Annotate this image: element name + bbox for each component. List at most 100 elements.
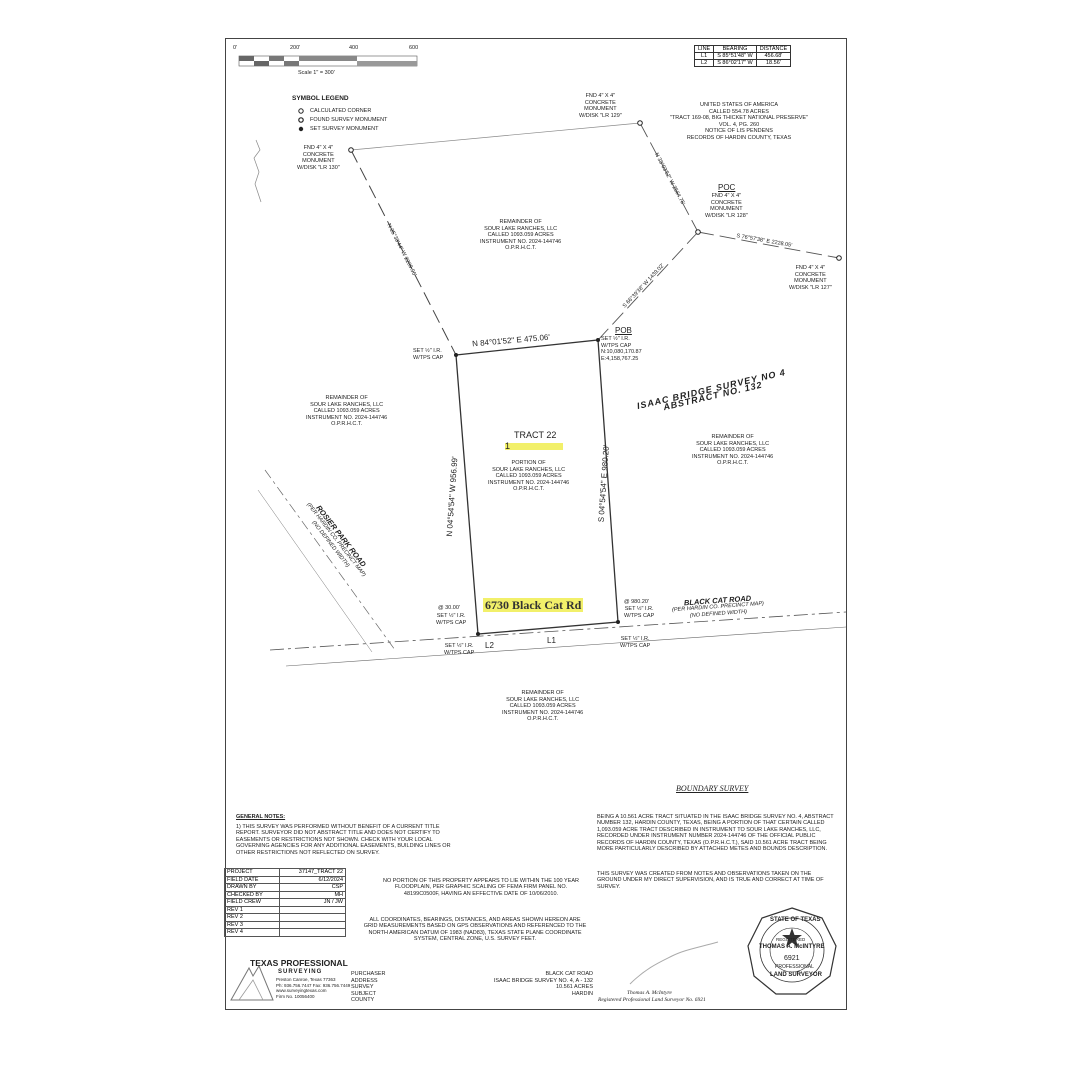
info-value: BLACK CAT ROAD [545,971,593,977]
table-cell: CHECKED BY [224,890,280,899]
label-line: SET ½" I.R. [620,636,650,642]
line-label-l1: L1 [547,636,556,645]
line-table-header: DISTANCE [755,45,792,53]
info-key: SUBJECT [351,990,377,997]
table-cell [278,913,347,922]
table-row: L1 S 85°51'48" W 456.68' [693,52,792,60]
info-block-keys: PURCHASER ADDRESS SURVEY SUBJECT COUNTY [351,971,386,1004]
label-line: O.P.R.H.C.T. [717,460,749,466]
table-cell: MH [278,890,347,899]
table-cell: CSP [278,883,347,892]
table-cell: L2 [693,59,715,67]
scale-tick-600: 600 [409,45,419,51]
line-table: LINE BEARING DISTANCE L1 S 85°51'48" W 4… [693,45,792,67]
label-line: CALLED 1093.059 ACRES [699,447,766,453]
label-line: N:10,080,170.87 [601,349,642,355]
line-table-header: BEARING [713,45,757,53]
label-line: INSTRUMENT NO. 2024-144746 [502,709,584,716]
company-name: TEXAS PROFESSIONAL [250,958,348,968]
label-line: CALLED 1093.059 ACRES [487,232,554,238]
info-key: ADDRESS [351,977,378,984]
legend-item: CALCULATED CORNER [310,108,372,114]
label-line: SET ½" I.R. [436,613,466,619]
set-iron-nw: SET ½" I.R. W/TPS CAP [413,348,443,361]
label-line: "TRACT 169-08, BIG THICKET NATIONAL PRES… [670,115,808,121]
set-iron-se: SET ½" I.R. W/TPS CAP [624,606,654,619]
table-row: REV 3 [224,920,347,929]
label-line: W/TPS CAP [620,642,651,649]
general-notes-text: 1) THIS SURVEY WAS PERFORMED WITHOUT BEN… [236,824,451,856]
signature-mark [629,941,719,985]
flood-note: NO PORTION OF THIS PROPERTY APPEARS TO L… [382,878,580,897]
info-value: 10.561 ACRES [556,984,593,991]
pob-label: SET ½" I.R. W/TPS CAP N:10,080,170.87 E:… [601,336,642,362]
seal-number: 6921 [784,955,800,962]
legend-item: SET SURVEY MONUMENT [310,126,379,132]
table-cell [278,928,347,937]
surveyor-name: Thomas A. McIntyre [627,990,672,996]
label-line: FND 4" X 4" [585,93,616,99]
legend-title: SYMBOL LEGEND [292,95,349,102]
label-line: CALLED 554.78 ACRES [709,108,769,115]
scale-bar [238,55,418,67]
label-line: CALLED 1093.059 ACRES [509,703,576,709]
label-line: SET ½" I.R. [444,643,474,649]
table-cell: FIELD DATE [224,875,280,884]
label-line: INSTRUMENT NO. 2024-144746 [488,479,570,486]
label-line: REMAINDER OF [521,690,564,696]
label-line: O.P.R.H.C.T. [331,421,363,427]
table-cell: 37147_TRACT 22 [278,868,347,877]
label-line: FND 4" X 4" [303,145,334,151]
label-line: MONUMENT [302,158,335,164]
address-highlight: 6730 Black Cat Rd [483,598,584,612]
label-line: W/TPS CAP [624,612,655,619]
label-line: CALLED 1093.059 ACRES [495,473,562,479]
table-row: L2 S 86°02'17" W 18.56' [693,59,792,67]
table-cell [278,905,347,914]
table-cell: S 86°02'17" W [713,59,757,67]
surveyor-certification: THIS SURVEY WAS CREATED FROM NOTES AND O… [597,871,824,890]
label-line: REMAINDER OF [499,219,542,225]
label-line: MONUMENT [584,106,617,112]
monument-label-lr130: FND 4" X 4" CONCRETE MONUMENT W/DISK "LR… [297,145,340,171]
tract-title: TRACT 22 [514,430,557,440]
label-line: O.P.R.H.C.T. [527,716,559,722]
table-cell: 6/12/2024 [278,875,347,884]
set-iron-sw: SET ½" I.R. W/TPS CAP [436,613,466,626]
label-line: SET ½" I.R. [624,606,654,612]
label-line: REMAINDER OF [325,395,368,401]
table-cell: 456.68' [755,52,792,60]
survey-sheet [225,38,847,1010]
label-line: O.P.R.H.C.T. [513,486,545,492]
label-line: W/DISK "LR 128" [705,212,748,219]
monument-label-lr127: FND 4" X 4" CONCRETE MONUMENT W/DISK "LR… [789,265,832,291]
label-line: SET ½" I.R. [601,336,630,342]
label-line: INSTRUMENT NO. 2024-144746 [306,414,388,421]
label-line: CONCRETE [710,199,742,206]
table-cell: REV 3 [224,920,280,929]
pob-title: POB [615,326,632,335]
general-notes-title: GENERAL NOTES: [236,814,286,820]
scale-tick-200: 200' [290,45,301,51]
table-cell: DRAWN BY [224,883,280,892]
table-cell: JN / JW [278,898,347,907]
label-line: www.surveyingtexas.com [276,988,327,993]
usa-tract-label: UNITED STATES OF AMERICA CALLED 554.78 A… [670,102,808,141]
label-line: Ph: 936.756.7447 Fax: 936.756.7449 [276,982,351,988]
label-line: SOUR LAKE RANCHES, LLC [506,696,580,703]
table-cell: L1 [693,52,715,60]
label-line: SET ½" I.R. [413,348,442,354]
label-line: SOUR LAKE RANCHES, LLC [696,440,770,447]
legal-description: BEING A 10.561 ACRE TRACT SITUATED IN TH… [597,814,834,853]
table-row: REV 4 [224,928,347,937]
label-line: MONUMENT [794,278,827,284]
poc-label: FND 4" X 4" CONCRETE MONUMENT W/DISK "LR… [705,193,748,219]
label-line: REMAINDER OF [711,434,754,440]
info-key: SURVEY [351,984,374,991]
